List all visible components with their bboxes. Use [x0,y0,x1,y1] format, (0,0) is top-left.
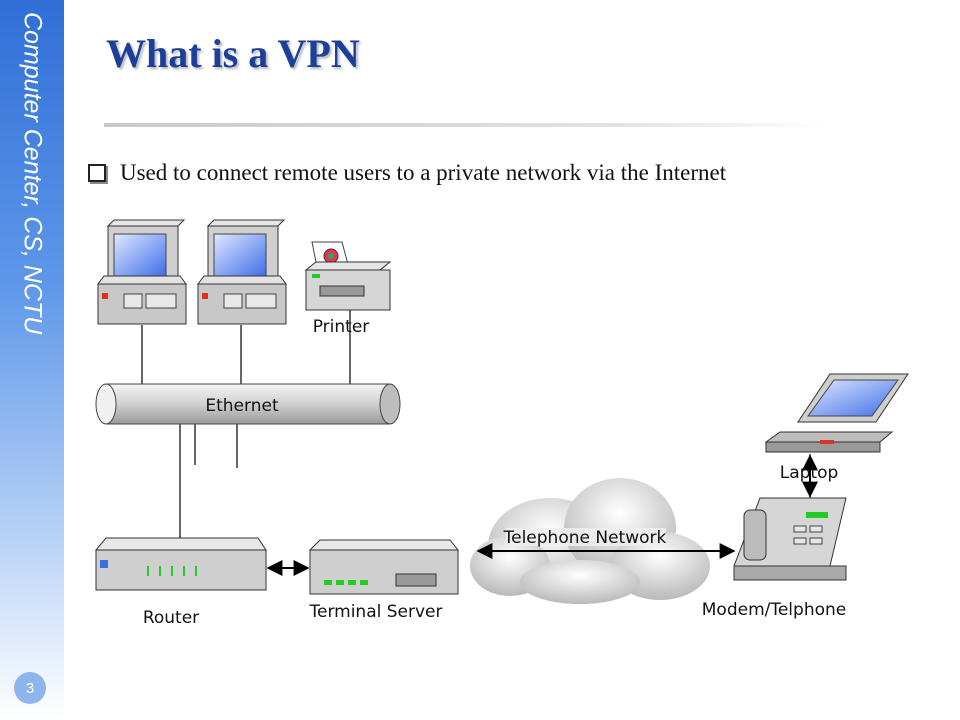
ethernet-label: Ethernet [205,396,279,416]
telephone-network-label: Telephone Network [503,528,667,548]
sidebar [0,0,64,720]
printer-label: Printer [313,317,370,337]
terminal-server-icon [308,539,460,595]
bullet-item: Used to connect remote users to a privat… [88,160,726,186]
bullet-text: Used to connect remote users to a privat… [120,160,727,185]
modem-telephone-label: Modem/Telphone [702,600,846,620]
sidebar-title-text: Computer Center, CS, NCTU [18,12,47,335]
vpn-network-diagram: Printer Ethernet Router Terminal Server [94,219,909,628]
desktop-computer-1-icon [97,219,187,325]
checkbox-bullet-icon [88,164,106,182]
terminal-server-label: Terminal Server [309,602,443,622]
laptop-icon [764,373,909,453]
modem-telephone-icon [733,497,847,581]
laptop-label: Laptop [780,463,839,483]
desktop-computer-2-icon [197,219,287,325]
page-number-badge: 3 [14,672,46,704]
slide-title: What is a VPN [106,31,360,76]
router-icon [94,537,267,591]
title-divider [104,123,834,127]
printer-icon [304,241,392,311]
ethernet-bus [95,383,401,425]
router-label: Router [143,608,199,628]
